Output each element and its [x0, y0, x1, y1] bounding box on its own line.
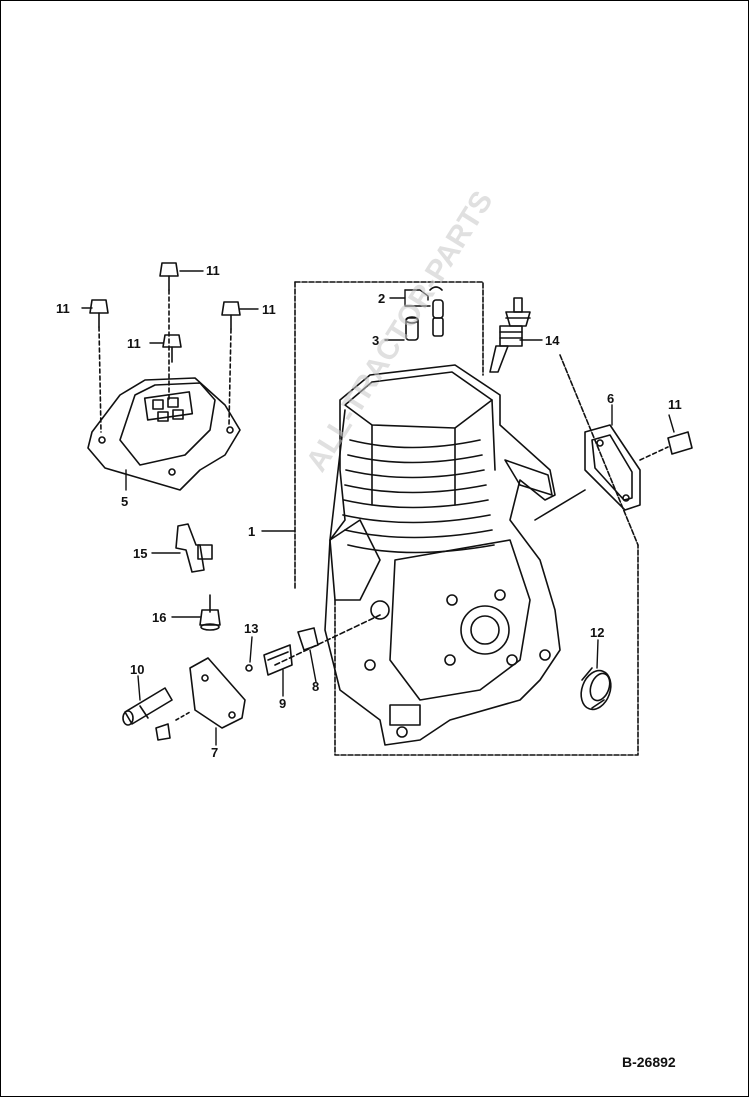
callout-5: 5 [121, 494, 129, 509]
callout-13: 13 [244, 621, 259, 636]
callout-6: 6 [607, 391, 615, 406]
callout-11-gasket: 11 [668, 397, 682, 412]
cylinder-block [324, 364, 561, 746]
bracket-15 [175, 523, 213, 573]
callout-16: 16 [152, 610, 167, 625]
callout-15: 15 [133, 546, 148, 561]
callout-11-top: 11 [206, 263, 220, 278]
callout-11-left: 11 [56, 301, 70, 316]
callout-3: 3 [372, 333, 380, 348]
callout-2: 2 [378, 291, 386, 306]
spark-plug [489, 297, 531, 373]
callout-14: 14 [545, 333, 560, 348]
callout-8: 8 [312, 679, 320, 694]
cover-plate-7 [155, 657, 246, 741]
dowel-pins [405, 286, 444, 341]
bolt-16 [199, 594, 221, 631]
callout-12: 12 [590, 625, 605, 640]
oil-seal [580, 667, 612, 711]
callout-11-right: 11 [262, 302, 276, 317]
figure-code: B-26892 [622, 1054, 676, 1070]
cover-bolts [89, 262, 241, 433]
side-gasket [534, 424, 693, 521]
callout-11-mid: 11 [127, 336, 141, 351]
callout-1: 1 [248, 524, 256, 539]
head-cover [87, 377, 241, 491]
callout-9: 9 [279, 696, 287, 711]
clip-parts [245, 614, 381, 676]
pipe-10 [122, 687, 173, 726]
callout-7: 7 [211, 745, 219, 760]
assembly-box [294, 281, 639, 756]
callout-10: 10 [130, 662, 145, 677]
callout-leaders [81, 270, 675, 746]
